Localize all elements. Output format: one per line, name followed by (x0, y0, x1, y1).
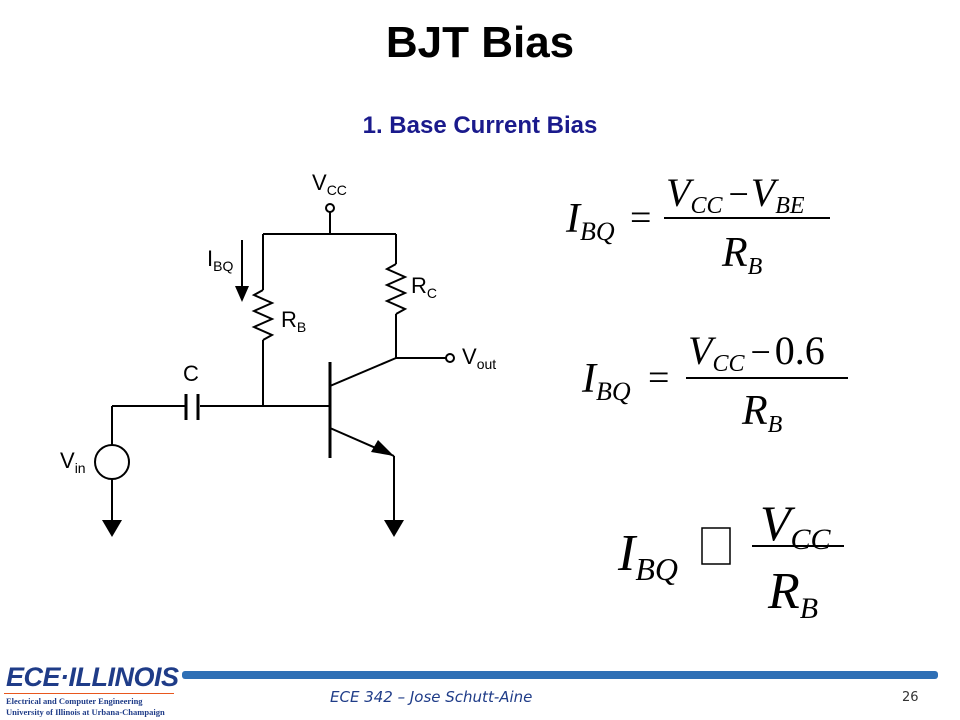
svg-text:=: = (648, 357, 669, 399)
slide-subtitle: 1. Base Current Bias (362, 112, 598, 139)
svg-text:VCC−0.6: VCC−0.6 (688, 328, 825, 377)
equation-1: IBQ = VCC−VBE RB (565, 170, 830, 280)
svg-text:VCC: VCC (760, 495, 832, 556)
svg-text:IBQ: IBQ (565, 196, 615, 246)
svg-text:IBQ: IBQ (617, 525, 678, 587)
slide-title: BJT Bias (385, 18, 575, 67)
svg-text:IBQ: IBQ (581, 356, 631, 406)
rb-label: RB (281, 307, 306, 335)
ground-arrow-vin (102, 520, 122, 537)
vout-terminal (445, 353, 455, 363)
logo-subtitle-department: Electrical and Computer Engineering (6, 696, 143, 706)
collector-lead (329, 357, 397, 387)
footer-bar (182, 671, 938, 679)
cap-label: C (183, 361, 199, 386)
vout-label: Vout (462, 344, 496, 372)
ece-illinois-logo: ECE·ILLINOIS Electrical and Computer Eng… (0, 660, 180, 720)
ibq-arrowhead (235, 286, 249, 302)
equation-3: IBQ VCC RB (617, 495, 844, 625)
logo-subtitle-university: University of Illinois at Urbana-Champai… (6, 707, 165, 717)
logo-wordmark: ECE·ILLINOIS (6, 662, 179, 692)
svg-text:=: = (630, 197, 651, 239)
vin-label: Vin (60, 448, 86, 476)
footer-course: ECE 342 – Jose Schutt-Aine (330, 688, 533, 706)
ground-arrow-emitter (384, 520, 404, 537)
equation-2: IBQ = VCC−0.6 RB (581, 328, 848, 438)
rc-label: RC (411, 273, 437, 301)
svg-text:RB: RB (741, 388, 783, 438)
svg-text:RB: RB (721, 230, 763, 280)
ibq-label: IBQ (207, 246, 233, 274)
svg-text:VCC−VBE: VCC−VBE (666, 170, 805, 219)
rb-resistor (251, 289, 275, 341)
logo-rule (4, 693, 174, 694)
page-number: 26 (902, 690, 919, 705)
rc-resistor (384, 263, 408, 315)
vcc-label: VCC (312, 170, 347, 198)
svg-text:RB: RB (767, 563, 818, 625)
approx-symbol-box (701, 527, 731, 565)
emitter-arrowhead (371, 440, 394, 456)
